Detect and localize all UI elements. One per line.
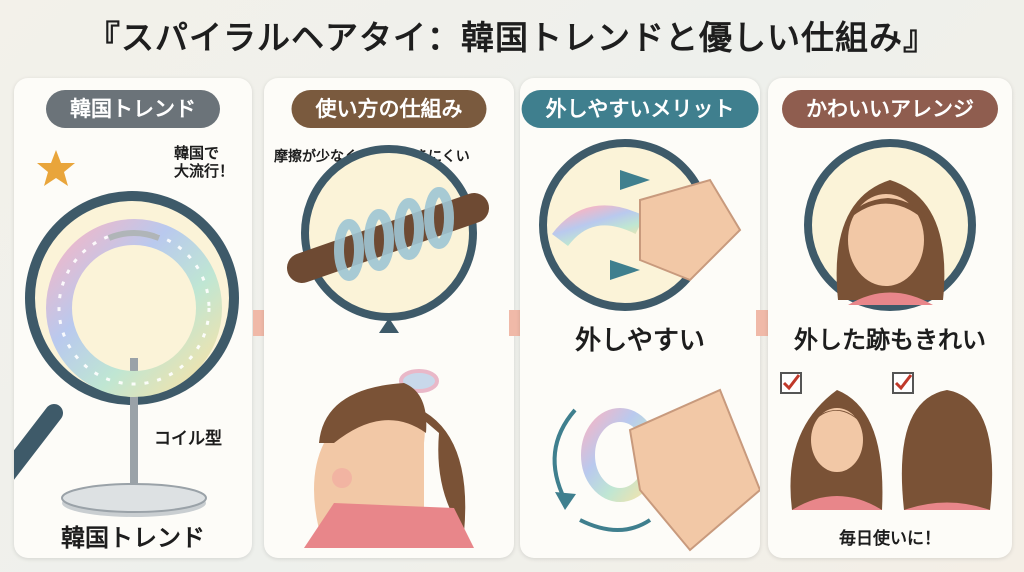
panel-korean-trend: 韓国トレンド 韓国で 大流行！ コイル型 韓国トレンド xyxy=(14,78,252,558)
coil-type-label: コイル型 xyxy=(154,429,222,449)
page-title: 『スパイラルヘアタイ：韓国トレンドと優しい仕組み』 xyxy=(87,18,937,57)
clean-after-removal-label: 外した跡もきれい xyxy=(794,326,986,354)
panel-footer: 毎日使いに！ xyxy=(839,529,941,549)
wavy-hair-back-icon xyxy=(901,390,993,510)
panel-header: かわいいアレンジ xyxy=(782,90,998,128)
panel-cute-arrange: かわいいアレンジ 外した跡もきれい 毎日使いに！ xyxy=(768,78,1012,558)
stand-icon xyxy=(61,358,207,517)
rotate-arrows-icon xyxy=(552,388,760,552)
panel-mechanism: 使い方の仕組み 摩擦が少なく、跡がつきにくい xyxy=(264,78,514,558)
panel-footer: 韓国トレンド xyxy=(61,524,205,552)
panel-header: 使い方の仕組み xyxy=(291,90,487,128)
star-icon xyxy=(37,150,75,186)
panel-header: 韓国トレンド xyxy=(46,90,220,128)
wavy-hair-front-icon xyxy=(790,390,883,510)
popular-note: 韓国で 大流行！ xyxy=(174,144,235,180)
woman-portrait-icon xyxy=(804,139,976,311)
easy-to-remove-label: 外しやすい xyxy=(575,326,705,356)
check-icon xyxy=(892,372,914,394)
ponytail-woman-icon xyxy=(304,369,474,548)
hair-strand-icon xyxy=(287,145,489,333)
spiral-hair-tie-icon xyxy=(46,219,222,397)
panel-header: 外しやすいメリット xyxy=(521,90,759,128)
check-icon xyxy=(780,372,802,394)
hand-pull-icon xyxy=(539,139,742,311)
panel-easy-removal: 外しやすいメリット 外しやすい xyxy=(520,78,760,558)
